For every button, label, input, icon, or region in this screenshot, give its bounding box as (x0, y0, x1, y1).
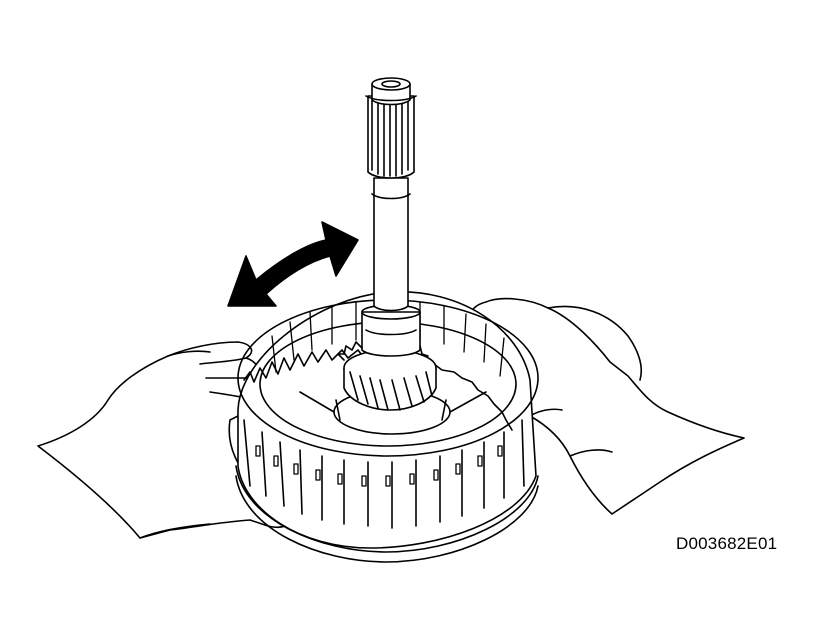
input-shaft (362, 78, 420, 356)
clutch-drum (236, 292, 538, 562)
rotation-arrow (228, 222, 358, 306)
figure-code-label: D003682E01 (676, 534, 778, 553)
